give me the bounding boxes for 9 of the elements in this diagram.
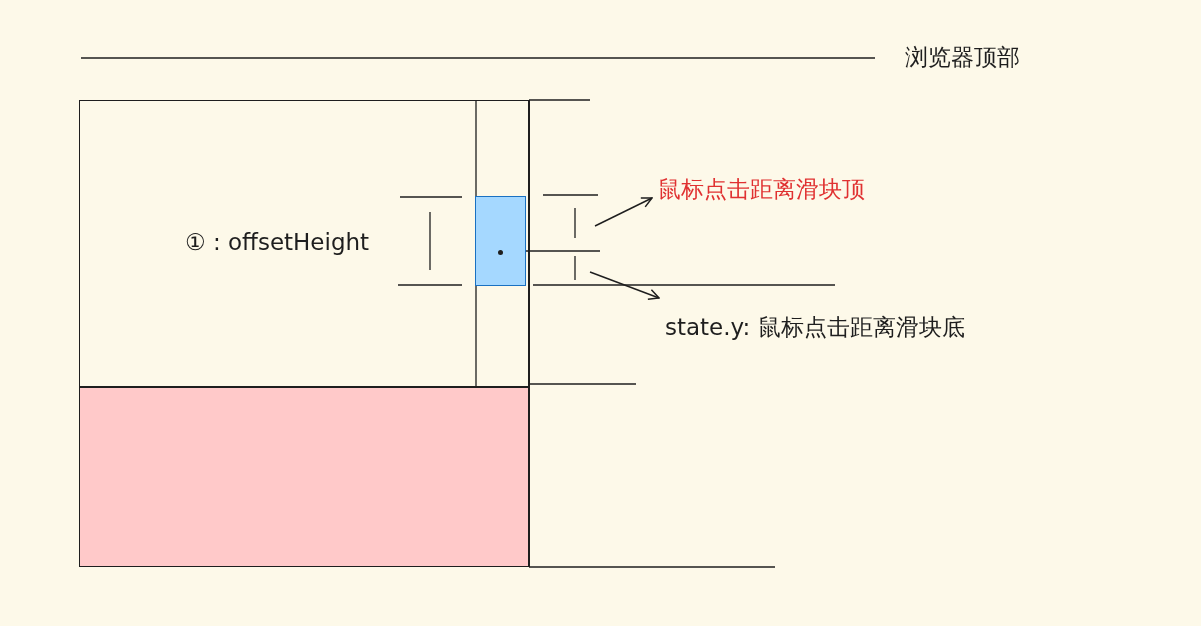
- page-box: [79, 100, 529, 387]
- content-box: [79, 387, 529, 567]
- heading-text: 浏览器顶部: [905, 44, 1020, 72]
- annotation-text: state.y: 鼠标点击距离滑块底: [665, 314, 965, 342]
- slider-thumb: [475, 196, 526, 286]
- arrow: [594, 197, 653, 227]
- formula-label: ① : offsetHeight: [185, 229, 370, 257]
- annotation-text: 鼠标点击距离滑块顶: [658, 176, 865, 204]
- arrow: [589, 271, 660, 300]
